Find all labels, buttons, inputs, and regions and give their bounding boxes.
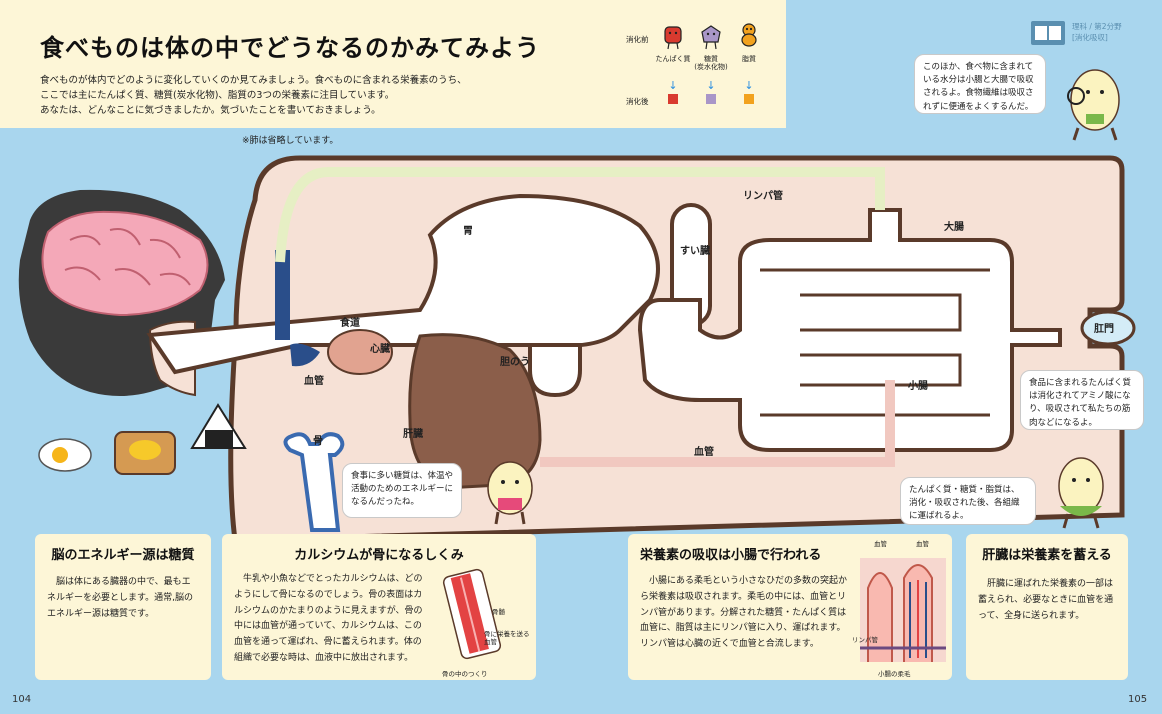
subject-tag-line-2: [消化吸収] bbox=[1072, 33, 1108, 42]
label-esophagus: 食道 bbox=[340, 318, 360, 329]
label-large-intestine: 大腸 bbox=[944, 222, 964, 233]
arrow-down-icon: ↓ bbox=[706, 79, 716, 92]
villi-lymph-label: リンパ管 bbox=[852, 636, 878, 644]
butter bbox=[129, 440, 161, 460]
sugar-character-icon bbox=[701, 25, 721, 50]
protein-digested-square bbox=[668, 94, 678, 104]
label-heart: 心臓 bbox=[370, 344, 390, 355]
lung-omitted-note: ※肺は省略しています。 bbox=[242, 136, 339, 146]
mascot-character-icon bbox=[487, 461, 533, 525]
info-box-liver: 肝臓は栄養素を蓄える 肝臓に運ばれた栄養素の一部は蓄えられ、必要なときに血管を通… bbox=[966, 534, 1128, 680]
bone-vessel-label: 骨に栄養を送る血管 bbox=[484, 630, 530, 647]
bone-cross-section-figure bbox=[442, 568, 502, 660]
bone-marrow-label: 骨髄 bbox=[492, 608, 505, 616]
label-gallbladder: 胆のう bbox=[500, 357, 530, 368]
bubble-protein-amino: 食品に含まれるたんぱく質は消化されてアミノ酸になり、吸収されて私たちの筋肉などに… bbox=[1020, 370, 1144, 430]
protein-character-icon bbox=[664, 26, 682, 50]
page-title: 食べものは体の中でどうなるのかみてみよう bbox=[40, 34, 540, 62]
info-box-brain-energy: 脳のエネルギー源は糖質 脳は体にある臓器の中で、最もエネルギーを必要とします。通… bbox=[35, 534, 211, 680]
book-icon bbox=[1031, 21, 1065, 45]
page-number-right: 105 bbox=[1128, 694, 1148, 705]
heart-shape bbox=[327, 329, 393, 375]
fat-digested-square bbox=[744, 94, 754, 104]
bone-figure-caption: 骨の中のつくり bbox=[442, 670, 488, 678]
info-box-title: 肝臓は栄養素を蓄える bbox=[982, 548, 1112, 563]
legend-before-label: 消化前 bbox=[626, 35, 649, 44]
page-number-left: 104 bbox=[12, 694, 32, 705]
mascot-character-icon bbox=[1058, 457, 1104, 529]
intro-line-2: ここでは主にたんぱく質、糖質(炭水化物)、脂質の3つの栄養素に注目しています。 bbox=[40, 90, 395, 101]
blood-vessel-shape bbox=[275, 250, 320, 367]
legend-sugar-label: 糖質 (炭水化物) bbox=[694, 55, 728, 72]
intro-line-1: 食べものが体内でどのように変化していくのか見てみましょう。食べものに含まれる栄養… bbox=[40, 75, 467, 86]
fat-character-icon bbox=[741, 23, 757, 47]
anus-opening bbox=[1080, 310, 1136, 346]
blood-vessel-lower bbox=[540, 380, 895, 467]
villi-figure-caption: 小腸の柔毛 bbox=[878, 670, 911, 678]
brain-folds bbox=[64, 228, 191, 286]
sugar-digested-square bbox=[706, 94, 716, 104]
info-box-body: 小腸にある柔毛という小さなひだの多数の突起から栄養素は吸収されます。柔毛の中には… bbox=[640, 576, 848, 649]
label-lymph: リンパ管 bbox=[743, 191, 783, 202]
mascot-character-icon bbox=[1067, 69, 1120, 141]
bubble-sugar-energy: 食事に多い糖質は、体温や活動のためのエネルギーになるんだったね。 bbox=[342, 463, 462, 518]
villi-vessel-label-1: 血管 bbox=[874, 540, 887, 548]
info-box-title: 脳のエネルギー源は糖質 bbox=[51, 548, 195, 563]
info-box-calcium-bone: カルシウムが骨になるしくみ 牛乳や小魚などでとったカルシウムは、どのようにして骨… bbox=[222, 534, 536, 680]
intro-line-3: あなたは、どんなことに気づきましたか。気づいたことを書いておきましょう。 bbox=[40, 105, 381, 116]
label-liver: 肝臓 bbox=[403, 429, 423, 440]
info-box-body: 牛乳や小魚などでとったカルシウムは、どのようにして骨になるのでしょう。骨の表面は… bbox=[234, 574, 423, 663]
label-anus: 肛門 bbox=[1094, 324, 1114, 335]
label-small-intestine: 小腸 bbox=[908, 381, 928, 392]
nori bbox=[205, 430, 233, 448]
info-box-body: 脳は体にある臓器の中で、最もエネルギーを必要とします。通常,脳のエネルギー源は糖… bbox=[47, 577, 193, 619]
villi-figure bbox=[860, 558, 946, 662]
subject-tag-line-1: 理科 / 第2分野 bbox=[1072, 22, 1122, 31]
lymph-duct bbox=[275, 167, 885, 263]
info-box-title: カルシウムが骨になるしくみ bbox=[294, 548, 464, 563]
bubble-water-fiber: このほか、食べ物に含まれている水分は小腸と大腸で吸収されるよ。食物繊維は吸収され… bbox=[914, 54, 1046, 114]
info-box-body: 肝臓に運ばれた栄養素の一部は蓄えられ、必要なときに血管を通って、全身に送られます… bbox=[978, 579, 1114, 621]
arrow-down-icon: ↓ bbox=[744, 79, 754, 92]
brain bbox=[41, 210, 209, 317]
label-blood-vessel-bottom: 血管 bbox=[694, 447, 714, 458]
bone-shape bbox=[283, 432, 345, 532]
info-box-small-intestine: 栄養素の吸収は小腸で行われる 小腸にある柔毛という小さなひだの多数の突起から栄養… bbox=[628, 534, 952, 680]
label-stomach: 胃 bbox=[463, 226, 473, 237]
gallbladder-shape bbox=[528, 343, 582, 398]
nutrient-legend: 消化前 消化後 たんぱく質 ↓ 糖質 (炭水化物) ↓ 脂質 ↓ bbox=[620, 10, 780, 122]
villi-vessel-label-2: 血管 bbox=[916, 540, 929, 548]
label-pancreas: すい臓 bbox=[680, 246, 710, 257]
legend-fat-label: 脂質 bbox=[742, 55, 756, 63]
legend-protein-label: たんぱく質 bbox=[655, 55, 691, 63]
arrow-down-icon: ↓ bbox=[668, 79, 678, 92]
info-box-title: 栄養素の吸収は小腸で行われる bbox=[640, 548, 822, 563]
legend-after-label: 消化後 bbox=[626, 97, 649, 106]
bubble-tissues: たんぱく質・糖質・脂質は、消化・吸収された後、各組織に運ばれるよ。 bbox=[900, 477, 1036, 525]
label-bone: 骨 bbox=[313, 436, 323, 447]
small-intestine-loops bbox=[760, 268, 990, 417]
header-panel bbox=[0, 0, 786, 128]
label-blood-vessel-top: 血管 bbox=[304, 376, 324, 387]
egg-yolk bbox=[52, 447, 68, 463]
